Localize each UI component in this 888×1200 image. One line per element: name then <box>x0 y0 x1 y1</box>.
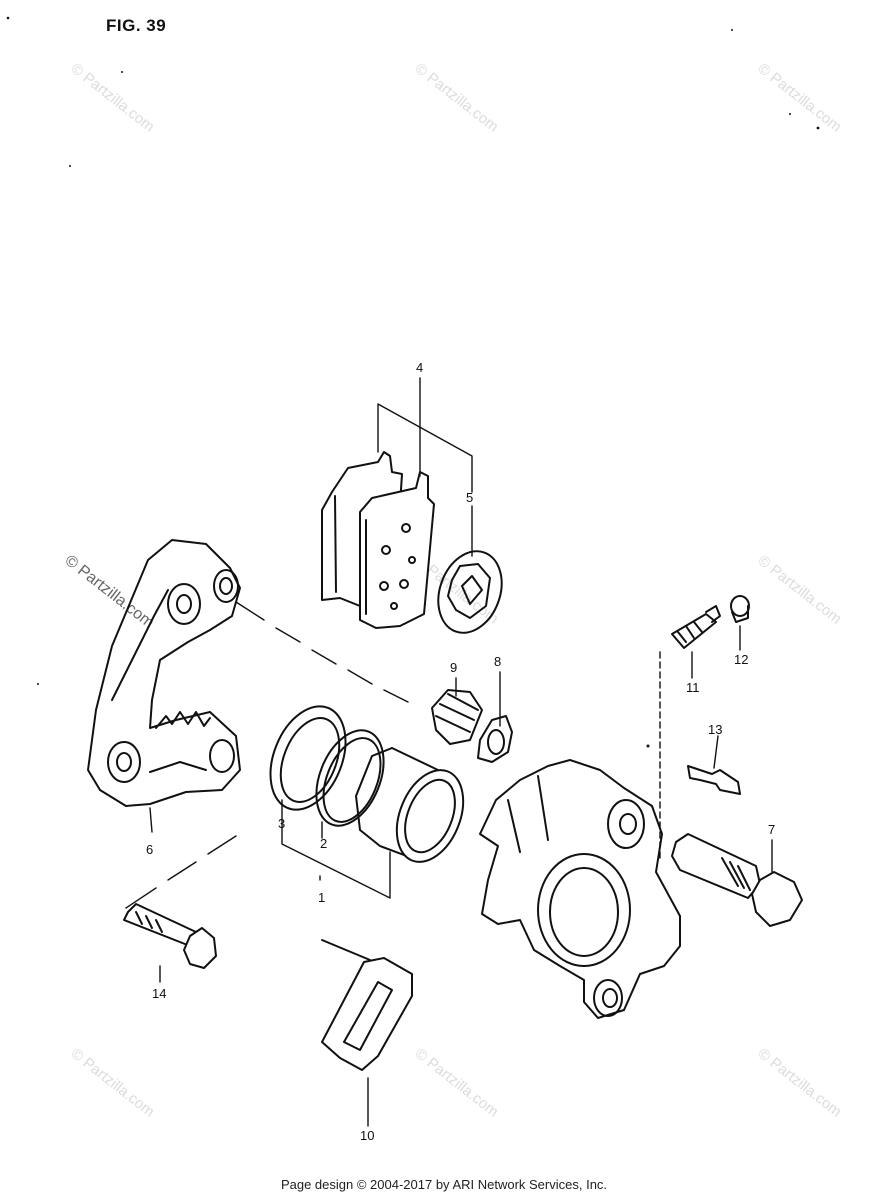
callout-8: 8 <box>494 654 501 669</box>
dust-seal-ring <box>315 729 385 827</box>
bleeder-valve <box>671 605 721 649</box>
callout-14: 14 <box>152 986 166 1001</box>
bleeder-cap <box>730 595 750 623</box>
caliper-bracket <box>87 539 241 807</box>
callout-10: 10 <box>360 1128 374 1143</box>
pad-retainer <box>321 939 413 1071</box>
callout-1: 1 <box>318 890 325 905</box>
caliper-body <box>479 759 681 1019</box>
pad-shim <box>437 550 503 634</box>
caliper-piston <box>355 747 465 863</box>
callout-7: 7 <box>768 822 775 837</box>
callout-5: 5 <box>466 490 473 505</box>
slide-pin-boot <box>431 689 483 745</box>
pad-spring <box>687 765 741 795</box>
callout-12: 12 <box>734 652 748 667</box>
callout-13: 13 <box>708 722 722 737</box>
brake-pad-pair <box>321 451 435 629</box>
piston-seal-ring <box>269 705 347 811</box>
sleeve-bushing <box>477 715 513 763</box>
callout-4: 4 <box>416 360 423 375</box>
leader-lines <box>125 377 773 1127</box>
callout-3: 3 <box>278 816 285 831</box>
callout-labels: 4 5 9 8 11 12 13 7 3 2 1 6 14 10 <box>146 360 775 1143</box>
callout-9: 9 <box>450 660 457 675</box>
footer-credit: Page design © 2004-2017 by ARI Network S… <box>280 1177 608 1192</box>
scan-specks <box>6 16 820 748</box>
slide-pin-bolt <box>671 833 803 927</box>
mounting-bolt <box>123 903 217 969</box>
callout-11: 11 <box>686 680 700 695</box>
figure-title: FIG. 39 <box>106 16 167 35</box>
callout-2: 2 <box>320 836 327 851</box>
callout-6: 6 <box>146 842 153 857</box>
